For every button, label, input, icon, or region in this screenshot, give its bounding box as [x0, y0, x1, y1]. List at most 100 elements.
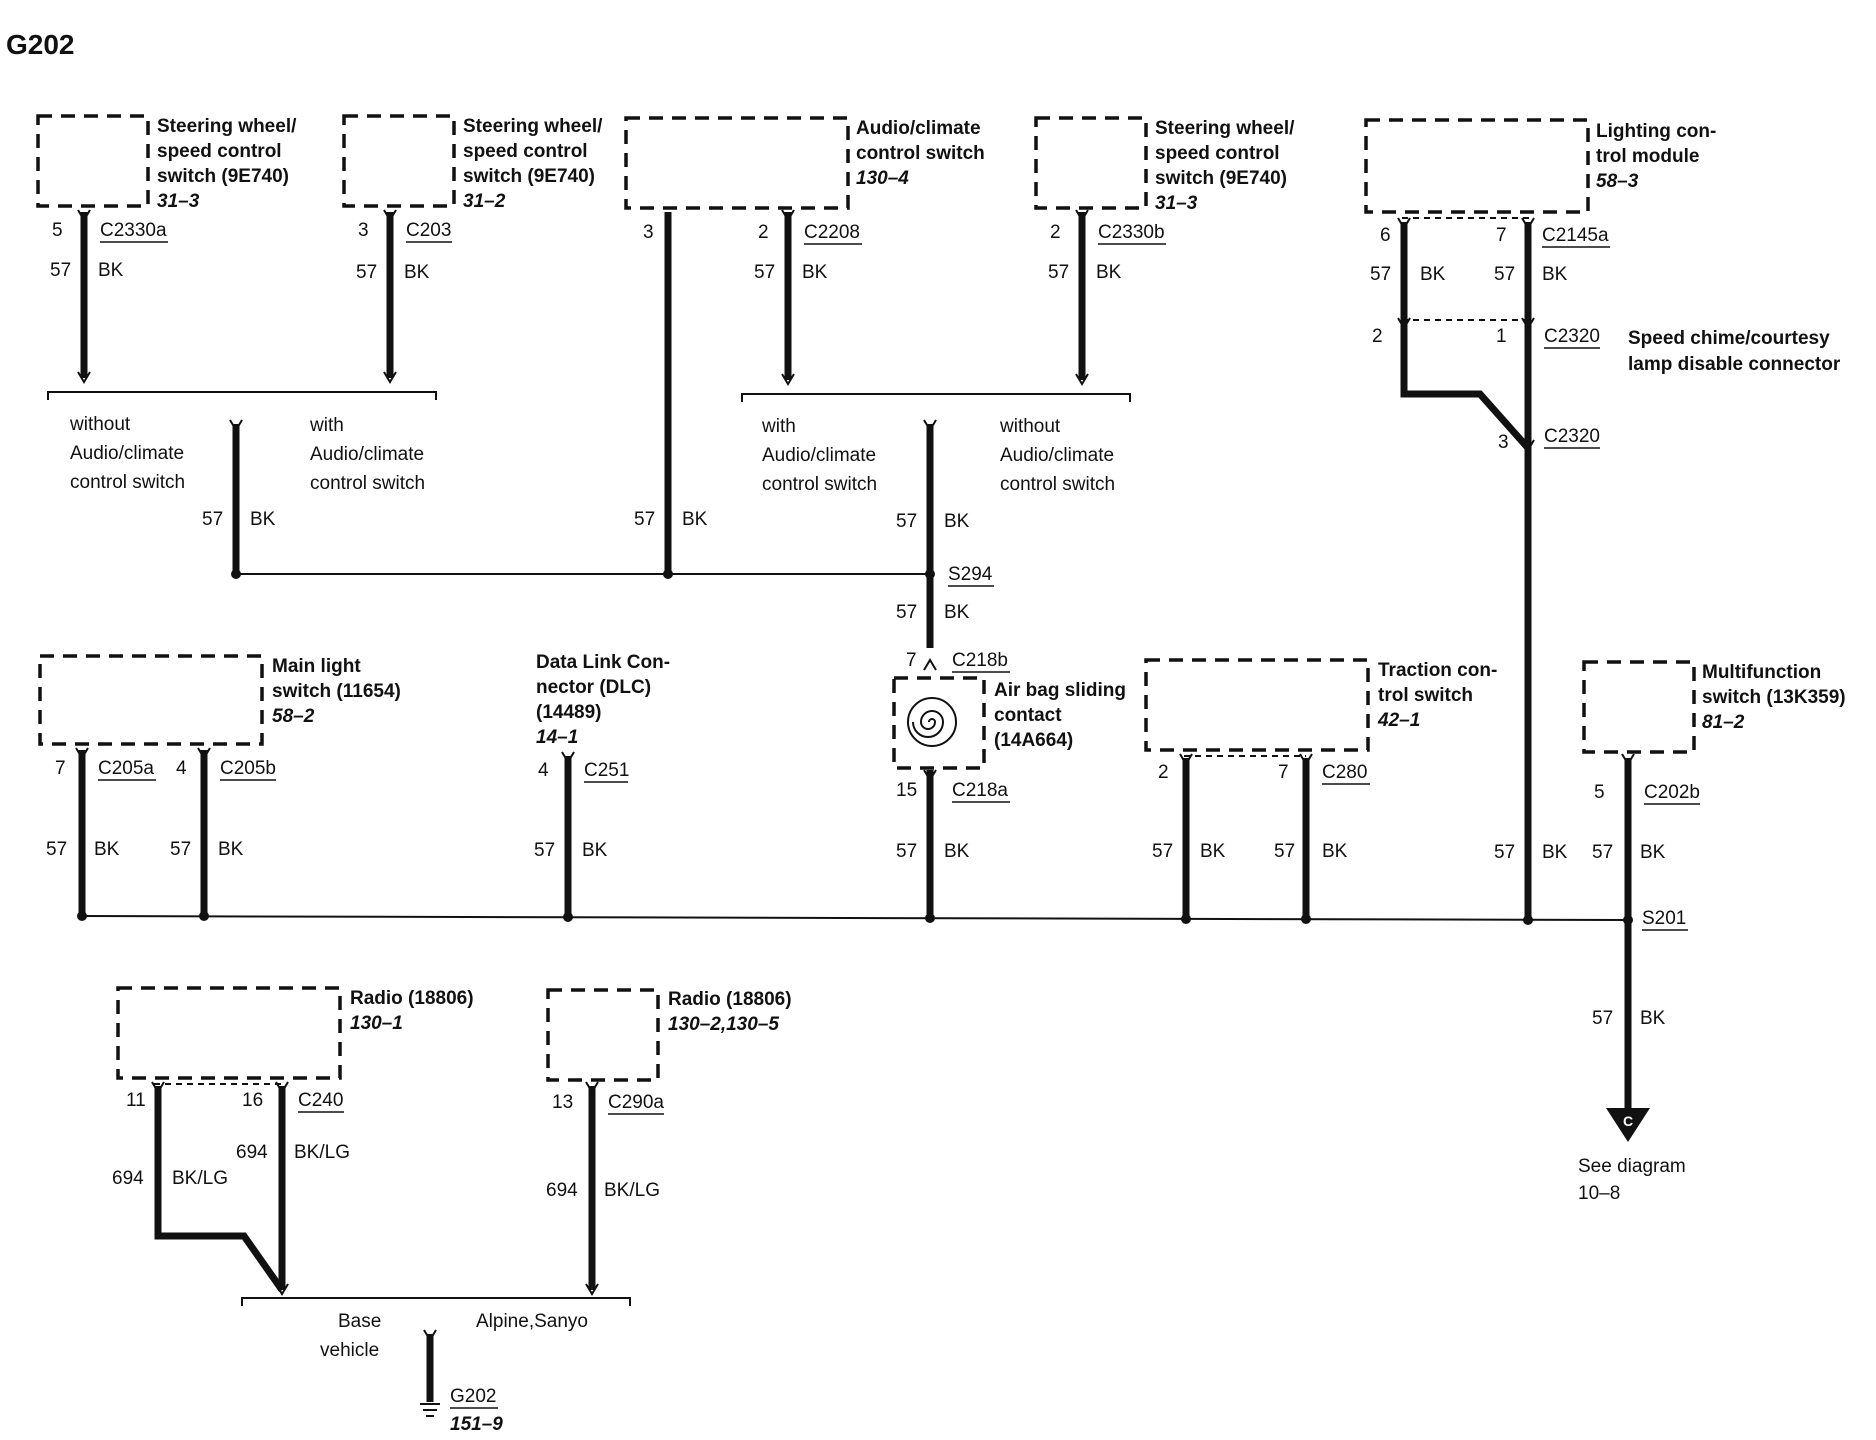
wire-left-option-out: 57 BK [202, 419, 276, 572]
clockspring-icon [912, 710, 945, 738]
component-box [1364, 118, 1590, 214]
circuit-number: 694 [546, 1180, 578, 1201]
wire-traction-left: 2 57 BK [1152, 753, 1226, 920]
wire-color: BK [250, 509, 276, 530]
traction-control-switch: Traction con- trol switch 42–1 [1144, 658, 1497, 752]
component-label: control switch [856, 143, 985, 164]
component-label: Steering wheel/ [1155, 118, 1295, 139]
option-label: Base [338, 1311, 381, 1332]
pin-number: 3 [358, 220, 369, 241]
option-label: control switch [1000, 474, 1115, 495]
see-diagram-ref: 10–8 [1578, 1183, 1620, 1204]
circuit-number: 57 [46, 839, 67, 860]
pin-number: 13 [552, 1092, 573, 1113]
main-light-switch: Main light switch (11654) 58–2 [38, 654, 401, 746]
connector-label: C218b [952, 650, 1008, 671]
wire-multifunction: 5 C202b 57 BK 57 BK [1592, 753, 1700, 1108]
splice-s294: S294 57 BK [231, 564, 994, 623]
wire-audio-right: 2 C2208 57 BK [754, 209, 862, 386]
pin-number: 7 [1496, 225, 1507, 246]
option-label: without [999, 416, 1061, 437]
connector-label: C2320 [1544, 326, 1600, 347]
wire-radio2: 13 C290a 694 BK/LG [546, 1081, 664, 1296]
pin-number: 15 [896, 780, 917, 801]
wire-color: BK [218, 839, 244, 860]
wire-color: BK [1640, 842, 1666, 863]
wire-color: BK [944, 602, 970, 623]
wire-color: BK [1420, 264, 1446, 285]
component-ref: 31–2 [463, 191, 506, 212]
radio-1: Radio (18806) 130–1 [116, 986, 474, 1080]
wire-color: BK [682, 509, 708, 530]
wire-color: BK [1542, 264, 1568, 285]
component-label: switch (9E740) [463, 166, 595, 187]
wire-radio1-left: 11 694 BK/LG [112, 1081, 285, 1293]
connector-label: C251 [584, 760, 629, 781]
component-box [546, 988, 660, 1082]
circuit-number: 57 [896, 602, 917, 623]
wire-lcm-left: 6 57 BK 2 [1370, 217, 1531, 451]
component-label: Radio (18806) [668, 989, 792, 1010]
component-box [1582, 660, 1696, 754]
wire-color: BK [1200, 841, 1226, 862]
pin-number: 5 [52, 220, 63, 241]
pin-number: 16 [242, 1090, 263, 1111]
component-label: switch (11654) [272, 681, 401, 702]
circuit-number: 57 [896, 511, 917, 532]
wire-color: BK [1640, 1008, 1666, 1029]
component-box [342, 114, 456, 208]
radio-2: Radio (18806) 130–2,130–5 [546, 988, 792, 1082]
component-label: Lighting con- [1596, 121, 1716, 142]
see-diagram-label: See diagram [1578, 1156, 1686, 1177]
component-label: Air bag sliding [994, 680, 1126, 701]
speed-chime-connector-label: Speed chime/courtesy lamp disable connec… [1628, 328, 1841, 375]
component-ref: 130–2,130–5 [668, 1014, 779, 1035]
component-label: switch (13K359) [1702, 687, 1846, 708]
component-box [1144, 658, 1370, 752]
component-ref: 130–4 [856, 168, 909, 189]
pin-number: 2 [1158, 762, 1169, 783]
wire-radio1-right: 16 C240 694 BK/LG [236, 1081, 350, 1296]
wire-color: BK [404, 262, 430, 283]
wire-color: BK [944, 511, 970, 532]
circuit-number: 57 [1370, 264, 1391, 285]
connector-label: C2145a [1542, 225, 1609, 246]
connector-label: C240 [298, 1090, 343, 1111]
connector-label: C280 [1322, 762, 1367, 783]
component-label: trol switch [1378, 685, 1473, 706]
wire-sw3: 2 C2330b 57 BK [1048, 209, 1166, 386]
pin-number: 1 [1496, 326, 1507, 347]
wire-color: BK [1096, 262, 1122, 283]
wire-color: BK [802, 262, 828, 283]
wire-color: BK [1322, 841, 1348, 862]
option-label: control switch [762, 474, 877, 495]
option-bracket-bottom: Base vehicle Alpine,Sanyo [241, 1297, 631, 1361]
component-label: Data Link Con- [536, 652, 670, 673]
component-label: Traction con- [1378, 660, 1497, 681]
option-bracket-middle: with Audio/climate control switch withou… [741, 393, 1131, 495]
option-label: with [761, 416, 796, 437]
pin-number: 3 [1498, 432, 1509, 453]
audio-climate-switch: Audio/climate control switch 130–4 [624, 116, 985, 210]
see-diagram-reference: C See diagram 10–8 [1578, 1108, 1686, 1204]
circuit-number: 57 [170, 839, 191, 860]
component-label: switch (9E740) [157, 166, 289, 187]
circuit-number: 57 [1592, 1008, 1613, 1029]
option-bracket-left: without Audio/climate control switch wit… [47, 391, 437, 494]
connector-label: C290a [608, 1092, 664, 1113]
wire-color: BK/LG [172, 1168, 228, 1189]
wire-color: BK/LG [294, 1142, 350, 1163]
steering-wheel-switch-3: Steering wheel/ speed control switch (9E… [1034, 116, 1295, 214]
connector-label: C202b [1644, 782, 1700, 803]
wire-sw2: 3 C203 57 BK [356, 209, 452, 384]
pin-number: 3 [643, 222, 654, 243]
option-label: control switch [310, 473, 425, 494]
option-label: Audio/climate [1000, 445, 1114, 466]
component-label: Main light [272, 656, 361, 677]
connector-label: C2330b [1098, 222, 1165, 243]
component-ref: 58–2 [272, 706, 315, 727]
component-box [38, 654, 264, 746]
component-label: Steering wheel/ [463, 116, 603, 137]
pin-number: 7 [906, 650, 917, 671]
